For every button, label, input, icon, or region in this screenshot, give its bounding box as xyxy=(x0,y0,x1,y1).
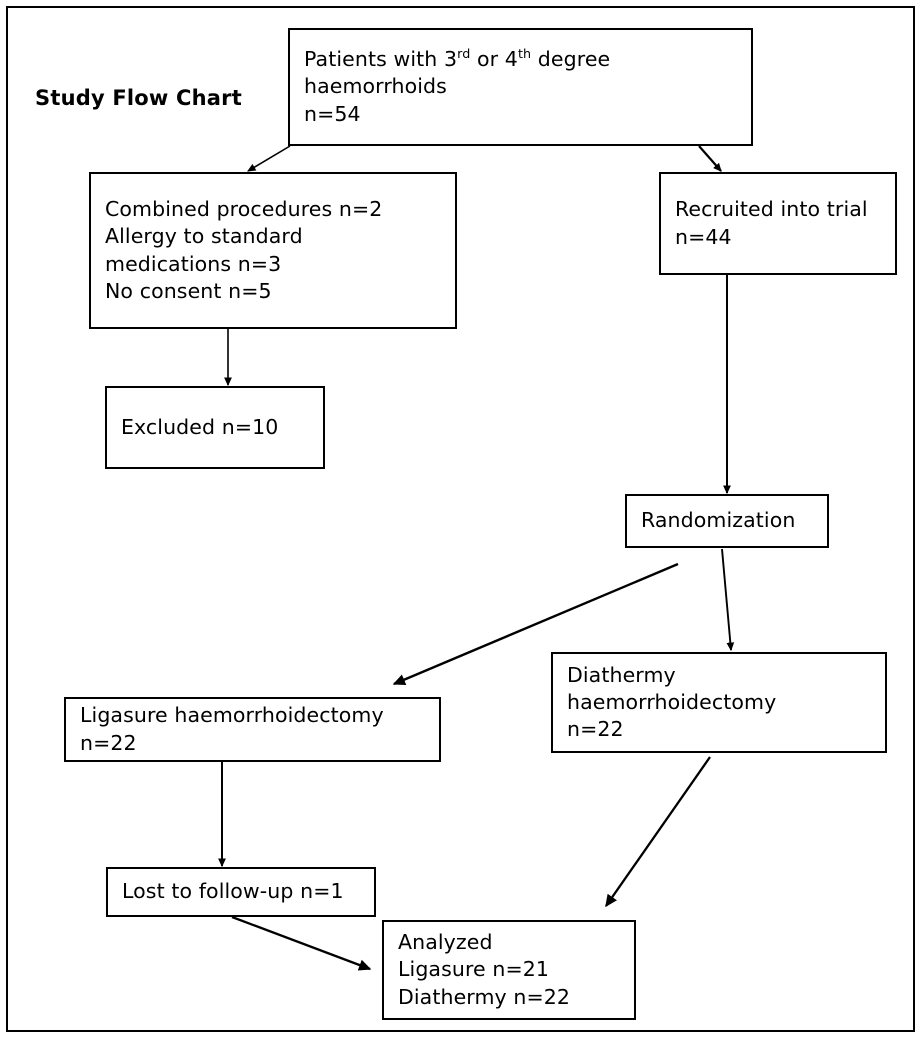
randomization-line1: Randomization xyxy=(641,508,796,533)
ligasure-line1: Ligasure haemorrhoidectomy xyxy=(80,703,384,728)
exclusions-line2: Allergy to standard xyxy=(105,224,303,249)
exclusions-line1: Combined procedures n=2 xyxy=(105,197,383,221)
exclusions-line3: medications n=3 xyxy=(105,251,282,276)
box-source-population[interactable]: Patients with 3rd or 4th degree haemorrho… xyxy=(288,28,753,146)
arrow-source-to-recruited xyxy=(698,145,722,172)
arrow-diathermy-to-analyzed xyxy=(605,756,711,908)
box-randomization-text: Randomization xyxy=(627,507,827,534)
lost-line1: Lost to follow-up n=1 xyxy=(122,879,344,904)
page-title: Study Flow Chart xyxy=(35,86,242,110)
recruited-line1: Recruited into trial xyxy=(675,197,868,222)
box-source-population-text: Patients with 3rd or 4th degree haemorrho… xyxy=(290,46,751,128)
box-lost-to-followup-text: Lost to follow-up n=1 xyxy=(108,878,374,905)
arrow-source-to-exclusions xyxy=(247,145,291,172)
diathermy-line3: n=22 xyxy=(567,717,624,742)
diathermy-line2: haemorrhoidectomy xyxy=(567,689,777,714)
exclusions-line4: No consent n=5 xyxy=(105,278,272,303)
source-line2: haemorrhoids xyxy=(304,74,447,99)
analyzed-line3: Diathermy n=22 xyxy=(398,984,571,1009)
analyzed-line1: Analyzed xyxy=(398,930,493,955)
source-line1-prefix: Patients with 3 xyxy=(304,47,458,72)
analyzed-line2: Ligasure n=21 xyxy=(398,957,550,982)
excluded-line1: Excluded n=10 xyxy=(121,414,279,439)
source-line1-mid: or 4 xyxy=(470,47,518,72)
box-excluded-total[interactable]: Excluded n=10 xyxy=(105,386,325,469)
recruited-line2: n=44 xyxy=(675,224,732,249)
box-excluded-total-text: Excluded n=10 xyxy=(107,414,323,441)
box-lost-to-followup[interactable]: Lost to follow-up n=1 xyxy=(106,867,376,917)
source-line1-sup1: rd xyxy=(457,46,471,62)
ligasure-line2: n=22 xyxy=(80,730,137,755)
arrow-randomization-to-diathermy xyxy=(721,548,735,652)
arrow-lost-to-analyzed xyxy=(231,915,372,971)
source-line3: n=54 xyxy=(304,101,361,126)
source-line1-suffix: degree xyxy=(531,47,611,72)
diathermy-line1: Diathermy xyxy=(567,662,676,687)
source-line1-sup2: th xyxy=(517,46,532,62)
box-randomization[interactable]: Randomization xyxy=(625,494,829,548)
